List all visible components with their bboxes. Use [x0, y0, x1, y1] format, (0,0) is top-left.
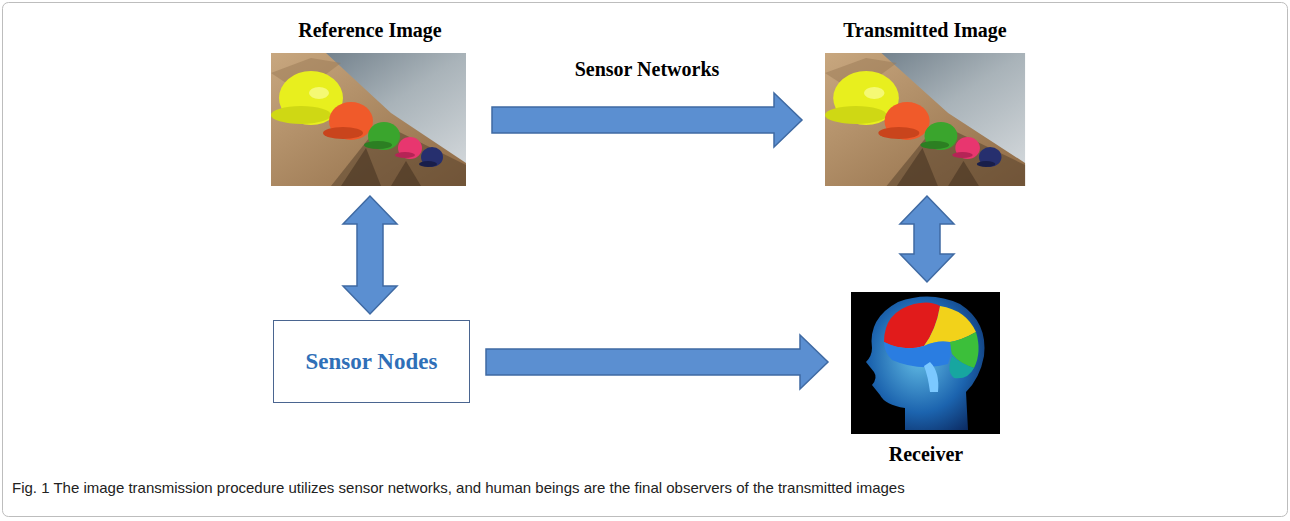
- image-heading: Reference Image: [264, 18, 476, 42]
- block-arrow: [900, 196, 954, 282]
- image-panel: Reference Image: [264, 18, 476, 190]
- image-heading: Transmitted Image: [818, 18, 1032, 42]
- block-arrow: [343, 196, 397, 314]
- image-panel: Transmitted Image: [818, 18, 1032, 190]
- figure-frame: [3, 3, 1288, 517]
- transmitted-photo: [825, 53, 1025, 186]
- receiver-panel: Receiver: [844, 288, 1008, 468]
- block-arrow: [486, 335, 828, 389]
- arrow-label: Sensor Networks: [575, 57, 720, 81]
- process-box: Sensor Nodes: [273, 320, 470, 403]
- box-label: Sensor Nodes: [306, 349, 438, 375]
- brain-picture: [851, 292, 1000, 434]
- block-arrow: [492, 93, 802, 147]
- figure-caption: Fig. 1 The image transmission procedure …: [12, 478, 1272, 498]
- reference-photo: [271, 53, 466, 186]
- receiver-label: Receiver: [844, 442, 1008, 466]
